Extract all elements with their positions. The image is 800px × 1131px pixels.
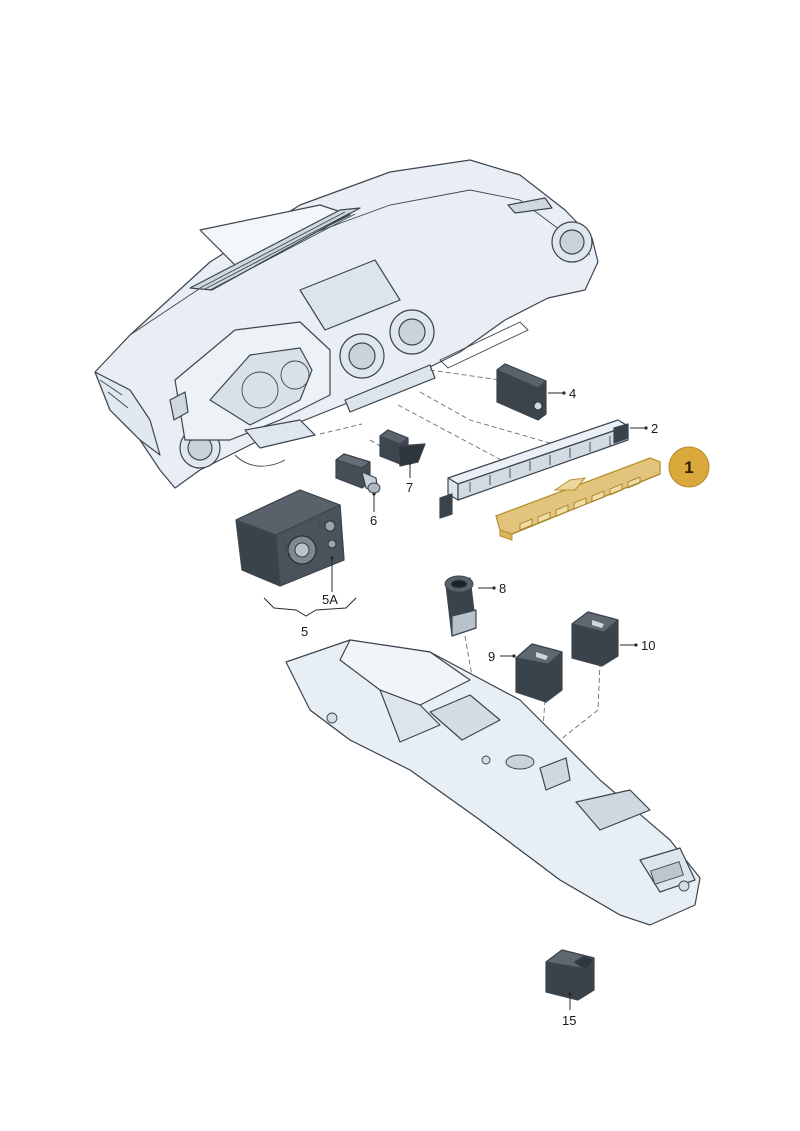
bracket-5: 5 bbox=[263, 597, 357, 639]
part-2-trim-bar[interactable]: 2 bbox=[439, 419, 658, 519]
callout-1: 1 bbox=[684, 458, 693, 477]
part-5a-light-switch[interactable]: 5A bbox=[235, 489, 345, 607]
part-8-socket[interactable]: 8 bbox=[444, 575, 506, 637]
center-console bbox=[285, 639, 701, 926]
part-10-switch[interactable]: 10 bbox=[571, 611, 655, 667]
part-1-switch-strip[interactable] bbox=[495, 457, 661, 541]
callout-5a: 5A bbox=[322, 592, 338, 607]
part-9-switch[interactable]: 9 bbox=[488, 643, 563, 703]
part-6-switch[interactable]: 6 bbox=[335, 453, 381, 528]
callout-badge-1[interactable]: 1 bbox=[668, 446, 710, 488]
callout-7: 7 bbox=[406, 480, 413, 495]
dashboard bbox=[94, 159, 599, 489]
callout-9: 9 bbox=[488, 649, 495, 664]
part-7-switch[interactable]: 7 bbox=[379, 429, 426, 495]
callout-15: 15 bbox=[562, 1013, 576, 1028]
callout-5: 5 bbox=[301, 624, 308, 639]
part-4-switch[interactable]: 4 bbox=[496, 363, 576, 421]
callout-6: 6 bbox=[370, 513, 377, 528]
part-15-switch[interactable]: 15 bbox=[545, 949, 595, 1028]
callout-8: 8 bbox=[499, 581, 506, 596]
callout-4: 4 bbox=[569, 386, 576, 401]
callout-10: 10 bbox=[641, 638, 655, 653]
callout-2: 2 bbox=[651, 421, 658, 436]
